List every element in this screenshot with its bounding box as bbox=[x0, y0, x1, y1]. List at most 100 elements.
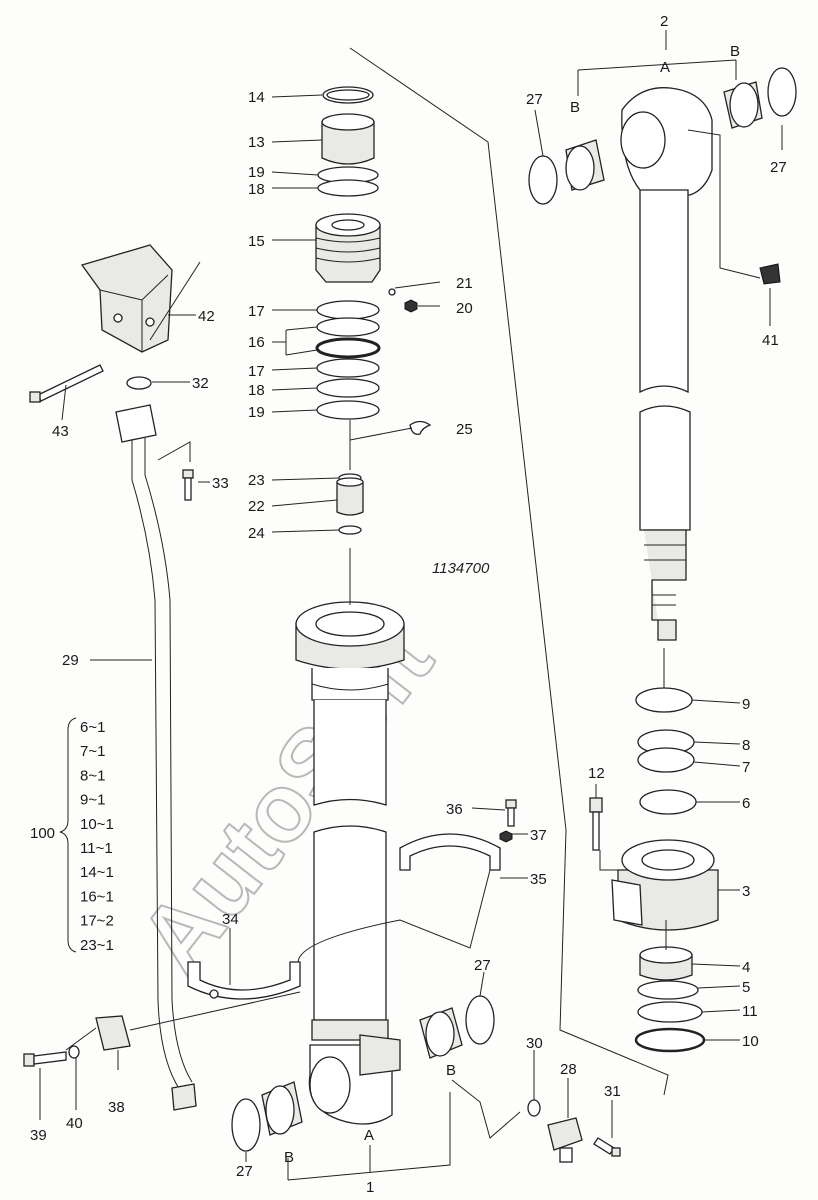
part-40-washer bbox=[68, 1045, 80, 1059]
part-36-bolt bbox=[505, 799, 517, 827]
leader-25 bbox=[349, 427, 413, 441]
seal-27-bottom-right bbox=[465, 995, 495, 1045]
callout-18-lower: 18 bbox=[248, 382, 265, 399]
part-31-bolt bbox=[593, 1137, 621, 1157]
group-item: 16~1 bbox=[80, 888, 114, 905]
part-13-bushing bbox=[321, 113, 375, 165]
part-19-ring-bottom bbox=[316, 400, 380, 420]
callout-33: 33 bbox=[212, 475, 229, 492]
callout-9: 9 bbox=[742, 696, 750, 713]
callout-25: 25 bbox=[456, 421, 473, 438]
part-37-nut bbox=[499, 830, 513, 843]
callout-27-top-left: 27 bbox=[526, 91, 543, 108]
part-16-ring-b bbox=[315, 337, 381, 359]
callout-24: 24 bbox=[248, 525, 265, 542]
callout-14: 14 bbox=[248, 89, 265, 106]
callout-21: 21 bbox=[456, 275, 473, 292]
group-100-label: 100 bbox=[30, 825, 55, 842]
callout-20: 20 bbox=[456, 300, 473, 317]
callout-43: 43 bbox=[52, 423, 69, 440]
part-34-clamp bbox=[187, 961, 301, 1000]
callout-29: 29 bbox=[62, 652, 79, 669]
leader-41 bbox=[687, 129, 761, 279]
part-32-oring bbox=[126, 376, 152, 390]
part-25-snap-ring bbox=[409, 420, 432, 435]
callout-7: 7 bbox=[742, 759, 750, 776]
part-14-ring bbox=[322, 86, 374, 104]
callout-b-bottom-left: B bbox=[284, 1149, 294, 1166]
group-item: 23~1 bbox=[80, 937, 114, 954]
callout-1: 1 bbox=[366, 1179, 374, 1196]
part-24-ring bbox=[338, 525, 362, 535]
group-item-list: 6~17~18~19~110~111~114~116~117~223~1 bbox=[80, 719, 114, 954]
callout-31: 31 bbox=[604, 1083, 621, 1100]
part-43-bolt bbox=[29, 364, 104, 403]
callout-5: 5 bbox=[742, 979, 750, 996]
callout-15: 15 bbox=[248, 233, 265, 250]
part-16-ring-a bbox=[316, 317, 380, 337]
callout-22: 22 bbox=[248, 498, 265, 515]
callout-11: 11 bbox=[742, 1003, 758, 1020]
callout-13: 13 bbox=[248, 134, 265, 151]
callout-23: 23 bbox=[248, 472, 265, 489]
part-4-bushing bbox=[639, 946, 693, 981]
callout-19-lower: 19 bbox=[248, 404, 265, 421]
callout-6: 6 bbox=[742, 795, 750, 812]
callout-41: 41 bbox=[762, 332, 779, 349]
callout-b-rod-left: B bbox=[570, 99, 580, 116]
callout-17-lower: 17 bbox=[248, 363, 265, 380]
callout-35: 35 bbox=[530, 871, 547, 888]
callout-2: 2 bbox=[660, 13, 668, 30]
callout-8: 8 bbox=[742, 737, 750, 754]
part-41-grease-fitting bbox=[759, 263, 781, 285]
callout-27-bottom-left: 27 bbox=[236, 1163, 253, 1180]
rod-shaft bbox=[639, 189, 691, 641]
group-brace bbox=[59, 717, 77, 953]
bushing-b-bottom-right bbox=[419, 1007, 463, 1059]
callout-b-bottom-right: B bbox=[446, 1062, 456, 1079]
callout-17: 17 bbox=[248, 303, 265, 320]
callout-32: 32 bbox=[192, 375, 209, 392]
group-item: 9~1 bbox=[80, 792, 105, 809]
callout-36: 36 bbox=[446, 801, 463, 818]
group-item: 6~1 bbox=[80, 719, 105, 736]
part-6-ring bbox=[639, 789, 697, 815]
bushing-b-bottom-left bbox=[261, 1081, 303, 1136]
part-20-nut bbox=[404, 299, 418, 313]
cylinder-head-flange bbox=[295, 601, 405, 670]
group-item: 7~1 bbox=[80, 743, 105, 760]
seal-27-left-top bbox=[528, 155, 558, 205]
callout-28: 28 bbox=[560, 1061, 577, 1078]
part-18-ring-top bbox=[317, 179, 379, 197]
callout-27-top-right: 27 bbox=[770, 159, 787, 176]
group-item: 10~1 bbox=[80, 816, 114, 833]
group-item: 11~1 bbox=[80, 840, 113, 857]
group-item: 17~2 bbox=[80, 913, 114, 930]
part-17-ring-top bbox=[316, 300, 380, 320]
part-29-pipe bbox=[115, 404, 197, 1111]
callout-30: 30 bbox=[526, 1035, 543, 1052]
callout-34: 34 bbox=[222, 911, 239, 928]
callout-3: 3 bbox=[742, 883, 750, 900]
callout-27-bottom-right: 27 bbox=[474, 957, 491, 974]
watermark-text: AutoSoft bbox=[119, 607, 453, 992]
part-12-bolt bbox=[589, 797, 603, 851]
callout-16: 16 bbox=[248, 334, 265, 351]
callout-a-bottom: A bbox=[364, 1127, 374, 1144]
rod-eye-end bbox=[620, 87, 713, 196]
callout-19: 19 bbox=[248, 164, 265, 181]
drawing-number: 1134700 bbox=[432, 560, 490, 577]
part-21-ball bbox=[388, 288, 396, 296]
part-42-valve-block bbox=[80, 244, 173, 353]
part-3-rod-cover bbox=[611, 839, 719, 931]
callout-38: 38 bbox=[108, 1099, 125, 1116]
part-33-bolt bbox=[182, 469, 194, 501]
part-28-flange bbox=[547, 1117, 583, 1163]
leader-lines bbox=[39, 30, 783, 1181]
part-18-ring-bottom bbox=[316, 378, 380, 398]
callout-labels: 14 13 19 18 15 21 20 17 16 17 18 19 25 2… bbox=[30, 13, 787, 1196]
cylinder-bottom-eye bbox=[308, 1034, 401, 1125]
part-9-ring bbox=[635, 687, 693, 713]
